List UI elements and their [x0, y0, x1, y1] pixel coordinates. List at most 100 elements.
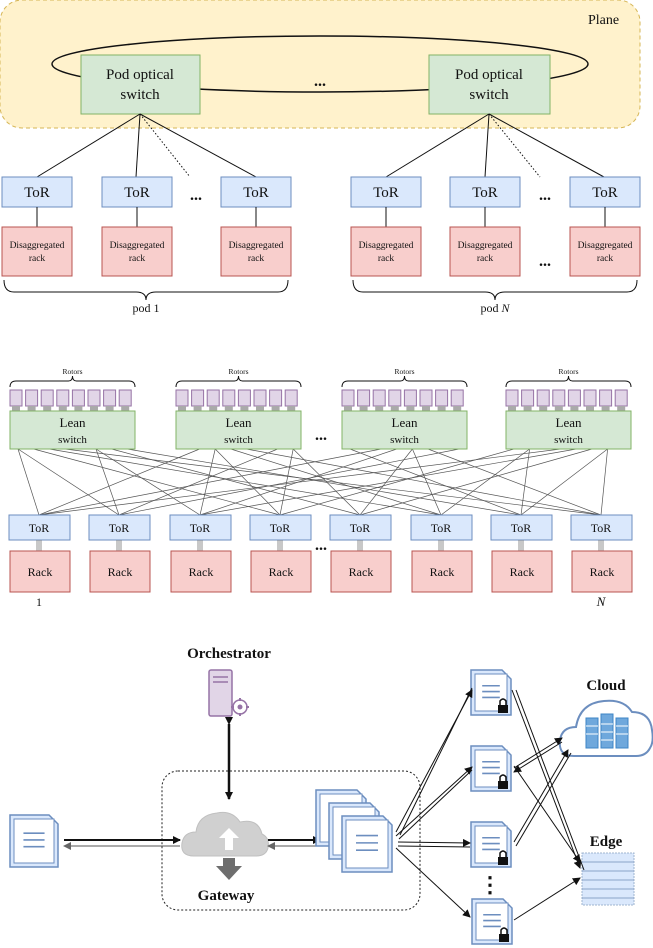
podn-brace	[352, 279, 638, 301]
tor-ellipsis-podn: ...	[539, 187, 551, 204]
rotor	[450, 389, 464, 407]
top-tor-3	[220, 176, 292, 208]
top-rack-1	[1, 226, 73, 277]
mid-tor-6	[410, 514, 473, 541]
mid-tor-8	[570, 514, 633, 541]
lock-icon	[498, 781, 508, 789]
client-document-icon	[9, 814, 59, 868]
rotor	[583, 389, 597, 407]
rotor-port	[178, 406, 186, 411]
gateway-boundary	[161, 770, 421, 911]
lock-shackle	[499, 774, 507, 781]
podn-label: pod N	[480, 301, 510, 315]
mid-rack-6	[411, 550, 473, 593]
top-rack-2	[101, 226, 173, 277]
rotor	[614, 389, 628, 407]
rotor	[40, 389, 54, 407]
rotor-port	[539, 406, 548, 411]
mid-tor-label: ToR	[29, 521, 50, 535]
pod-optical-switch-n	[428, 54, 551, 115]
rotor	[357, 389, 371, 407]
pod-switch-n-label-line1: Pod optical	[455, 67, 523, 83]
rotor	[237, 389, 251, 407]
locked-docs-vertical-ellipsis: ⋮	[479, 872, 501, 897]
rotor-port	[12, 406, 20, 411]
rotor-port	[256, 406, 264, 411]
cloud-datacenter-icon	[558, 699, 653, 757]
lean-switch-3	[341, 410, 468, 450]
rotor-port	[570, 406, 579, 411]
mid-tor-label: ToR	[270, 521, 291, 535]
rotor-port	[43, 406, 52, 411]
edge-label: Edge	[590, 834, 623, 850]
top-rack-4	[350, 226, 422, 277]
mid-tor-3	[169, 514, 232, 541]
edge-server-icon	[581, 852, 635, 906]
rotor	[118, 389, 132, 407]
rotor-port	[390, 406, 399, 411]
rotor-port	[554, 406, 563, 411]
locked-document-1	[470, 669, 512, 716]
rotor-port	[193, 406, 202, 411]
pod-switch-1-label-line2: switch	[120, 87, 160, 103]
rotor	[403, 389, 417, 407]
lock-icon	[498, 857, 508, 865]
rotors-label: Rotors	[558, 367, 578, 376]
locked-document-3	[470, 821, 512, 868]
pod-optical-switch-1	[80, 54, 201, 115]
lean-ellipsis: ...	[315, 427, 327, 444]
rotor	[175, 389, 189, 407]
top-rack-label-line1: Disaggregated	[578, 241, 633, 251]
rotor	[419, 389, 433, 407]
top-tor-label: ToR	[24, 185, 50, 201]
mid-rack-5	[330, 550, 392, 593]
rotor	[206, 389, 220, 407]
rotor	[269, 389, 283, 407]
top-tor-label: ToR	[472, 185, 498, 201]
mid-rack-7	[491, 550, 553, 593]
top-rack-label-line2: rack	[477, 254, 494, 264]
rotor	[56, 389, 70, 407]
mid-rack-4	[250, 550, 312, 593]
top-tor-label: ToR	[592, 185, 618, 201]
rotor-port	[58, 406, 67, 411]
gateway-label: Gateway	[198, 888, 255, 904]
pod-switch-n-label-line2: switch	[469, 87, 509, 103]
rotor	[372, 389, 386, 407]
rotors-label: Rotors	[228, 367, 248, 376]
rotor-port	[508, 406, 516, 411]
pod-switch-ellipsis: ...	[314, 73, 326, 90]
lean-switch-label-line1: Lean	[60, 415, 86, 430]
rotor-port	[121, 406, 130, 411]
rotor-port	[287, 406, 296, 411]
lean-switch-4	[505, 410, 632, 450]
rotor-port	[74, 406, 83, 411]
rotor	[25, 389, 39, 407]
rotor-port	[601, 406, 610, 411]
lock-icon	[498, 705, 508, 713]
rotor	[87, 389, 101, 407]
mid-tor-label: ToR	[109, 521, 130, 535]
rotor-port	[105, 406, 114, 411]
lock-shackle	[499, 698, 507, 705]
mid-rack-3	[170, 550, 232, 593]
lean-switch-label-line1: Lean	[392, 415, 418, 430]
lean-switch-2	[175, 410, 302, 450]
rotor	[222, 389, 236, 407]
rotor	[552, 389, 566, 407]
rotor-port	[617, 406, 626, 411]
rotor-port	[406, 406, 415, 411]
rotor	[191, 389, 205, 407]
rotor-port	[271, 406, 280, 411]
rotors-label: Rotors	[394, 367, 414, 376]
mid-tor-4	[249, 514, 312, 541]
rotor-port	[523, 406, 532, 411]
rotor-port	[375, 406, 384, 411]
lean-switch-label-line2: switch	[58, 434, 87, 446]
pod-switch-1-label-line1: Pod optical	[106, 67, 174, 83]
top-rack-3	[220, 226, 292, 277]
mid-tor-2	[88, 514, 151, 541]
top-rack-label-line2: rack	[597, 254, 614, 264]
lean-switch-label-line2: switch	[390, 434, 419, 446]
mid-rack-1	[9, 550, 71, 593]
